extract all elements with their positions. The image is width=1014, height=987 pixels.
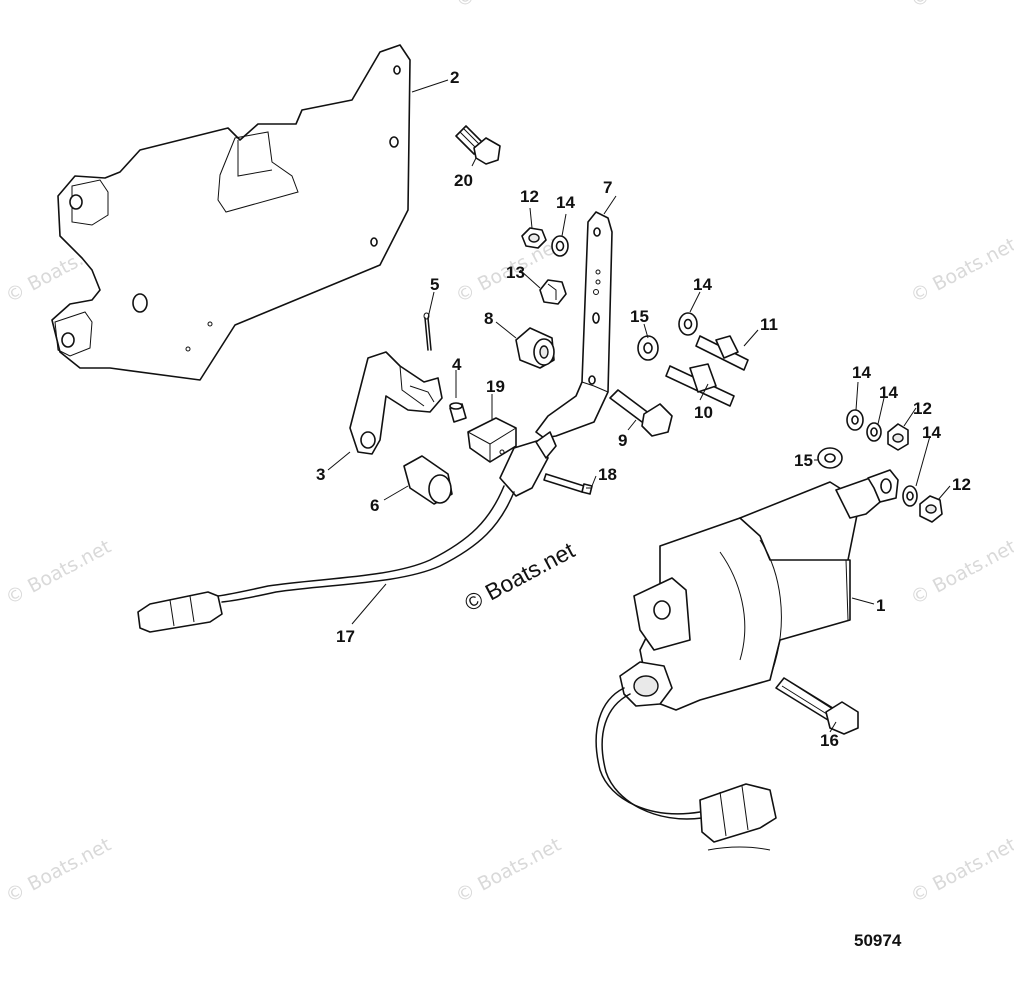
part-13-nut xyxy=(539,279,567,305)
callout-15-right: 15 xyxy=(794,451,813,470)
part-14-washer-right-c xyxy=(902,485,918,507)
part-12-nut-right xyxy=(887,423,909,451)
callout-17: 17 xyxy=(336,627,355,646)
copyright-watermark: © Boats.net xyxy=(460,537,579,617)
callout-14-right-b: 14 xyxy=(879,383,898,402)
callout-3: 3 xyxy=(316,465,325,484)
callout-15-left: 15 xyxy=(630,307,649,326)
callout-7: 7 xyxy=(603,178,612,197)
callout-2: 2 xyxy=(450,68,459,87)
callout-14-upper: 14 xyxy=(556,193,575,212)
part-8-spacer xyxy=(515,327,555,369)
part-14-washer-right-a xyxy=(846,409,864,431)
callout-20: 20 xyxy=(454,171,473,190)
callout-16: 16 xyxy=(820,731,839,750)
callout-labels: 2 20 12 14 7 13 8 5 4 19 3 6 18 17 15 14… xyxy=(316,68,971,750)
watermark-text: © Boats.net xyxy=(2,834,115,908)
part-12-nut-lower-right xyxy=(919,495,943,523)
watermark-text: © Boats.net xyxy=(2,0,115,2)
callout-4: 4 xyxy=(452,355,462,374)
watermark-text: © Boats.net xyxy=(452,0,565,12)
part-7-lever-arm xyxy=(535,211,613,439)
callout-14-right-a: 14 xyxy=(852,363,871,382)
callout-10: 10 xyxy=(694,403,713,422)
part-14-washer-upper xyxy=(551,235,569,257)
watermark-text: © Boats.net xyxy=(907,536,1014,610)
watermark-text: © Boats.net xyxy=(452,834,565,908)
part-15-washer-left xyxy=(637,335,659,361)
callout-12-right: 12 xyxy=(913,399,932,418)
callout-12-upper: 12 xyxy=(520,187,539,206)
part-11-stud xyxy=(695,335,749,371)
part-15-washer-right xyxy=(817,447,843,469)
part-3-clevis xyxy=(349,351,443,455)
part-17-harness xyxy=(137,431,557,633)
callout-12-lower-right: 12 xyxy=(952,475,971,494)
watermark-text: © Boats.net xyxy=(907,234,1014,308)
callout-18: 18 xyxy=(598,465,617,484)
figure-number: 50974 xyxy=(854,931,902,950)
part-1-actuator xyxy=(595,469,899,851)
part-18-screw xyxy=(543,473,593,495)
callout-19: 19 xyxy=(486,377,505,396)
callout-14-mid: 14 xyxy=(693,275,712,294)
callout-11: 11 xyxy=(760,315,778,334)
part-14-washer-mid xyxy=(678,312,698,336)
watermark-text: © Boats.net xyxy=(907,0,1014,12)
callout-14-right-c: 14 xyxy=(922,423,941,442)
part-2-mounting-plate xyxy=(51,44,411,381)
part-14-washer-right-b xyxy=(866,422,882,442)
watermark-layer: © Boats.net © Boats.net © Boats.net © Bo… xyxy=(2,0,1014,907)
part-4-bushing xyxy=(449,402,467,423)
part-5-cotter-pin xyxy=(423,312,432,351)
callout-6: 6 xyxy=(370,496,379,515)
part-6-spacer xyxy=(403,455,453,505)
part-16-bolt xyxy=(775,677,859,735)
callout-5: 5 xyxy=(430,275,439,294)
part-12-nut-upper xyxy=(521,227,547,249)
callout-1: 1 xyxy=(876,596,885,615)
callout-13: 13 xyxy=(506,263,525,282)
part-20-bolt xyxy=(455,125,501,165)
part-10-stud xyxy=(665,363,735,407)
part-9-bolt xyxy=(609,389,673,437)
callout-8: 8 xyxy=(484,309,493,328)
part-19-block xyxy=(467,417,517,463)
callout-9: 9 xyxy=(618,431,627,450)
watermark-text: © Boats.net xyxy=(2,536,115,610)
leader-lines xyxy=(327,79,951,733)
watermark-text: © Boats.net xyxy=(907,834,1014,908)
